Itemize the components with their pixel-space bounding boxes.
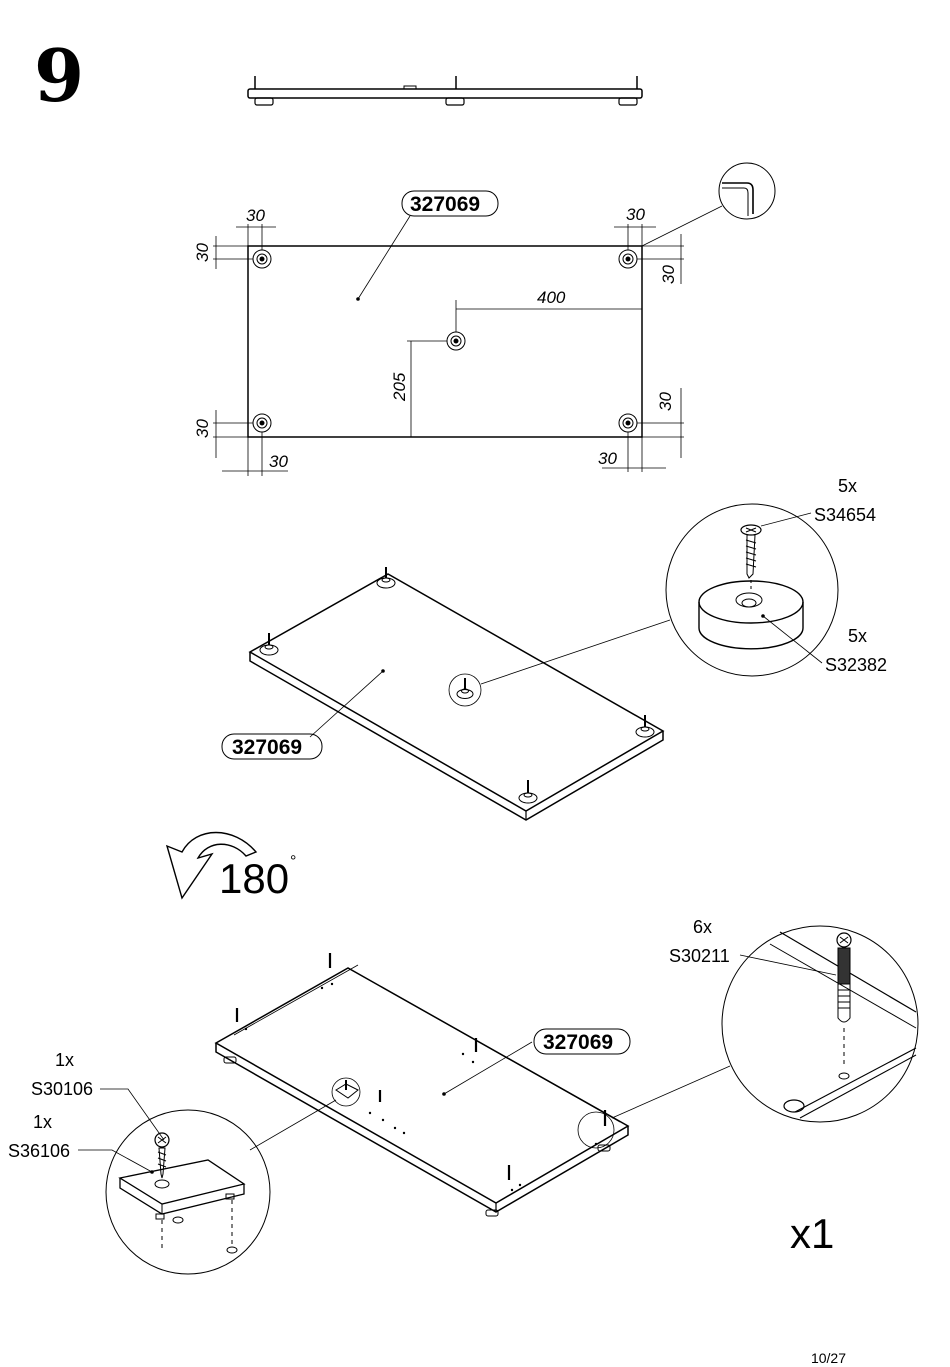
dim-center-h: 400 <box>537 288 566 307</box>
dim-left-top-v: 30 <box>193 243 212 262</box>
dim-right-top-h: 30 <box>626 205 645 224</box>
degree-symbol: ° <box>290 853 296 870</box>
top-view-part-label: 327069 <box>410 193 480 216</box>
page-number: 10/27 <box>810 1350 846 1366</box>
bracket-code: S36106 <box>8 1141 70 1161</box>
assembly-multiplier: x1 <box>790 1210 834 1257</box>
dim-right-bottom-v: 30 <box>656 392 675 411</box>
bottom-view-part-label: 327069 <box>543 1031 613 1054</box>
bracket-qty: 1x <box>33 1112 52 1132</box>
foot-screw-qty: 5x <box>838 476 857 496</box>
dowel-code: S30211 <box>669 946 730 966</box>
foot-view-part-label: 327069 <box>232 736 302 759</box>
foot-assembly-view: 327069 5x S34654 5x S32382 <box>221 476 887 821</box>
dim-left-bottom-v: 30 <box>193 419 212 438</box>
dowel-markers <box>235 953 607 1180</box>
top-view: 30 30 30 30 400 205 30 30 30 30 327069 <box>193 162 776 476</box>
foot-detail <box>698 524 804 650</box>
foot-screw-code: S34654 <box>814 505 876 525</box>
rotate-arrow-icon <box>165 831 258 900</box>
foot-qty: 5x <box>848 626 867 646</box>
side-profile <box>247 76 643 106</box>
dim-right-bottom-h: 30 <box>598 449 617 468</box>
dim-center-v: 205 <box>390 372 409 402</box>
dim-right-top-v: 30 <box>659 265 678 284</box>
screw-code: S30106 <box>31 1079 93 1099</box>
bottom-assembly-view: 327069 6x S30211 <box>8 917 919 1275</box>
rotation-angle: 180 <box>219 855 289 902</box>
dim-left-bottom-h: 30 <box>269 452 288 471</box>
dim-left-top-h: 30 <box>246 206 265 225</box>
screw-qty: 1x <box>55 1050 74 1070</box>
dowel-detail <box>769 931 917 1119</box>
foot-markers <box>259 567 655 804</box>
step-number: 9 <box>34 33 85 118</box>
bracket-detail <box>118 1132 246 1254</box>
foot-code: S32382 <box>825 655 887 675</box>
dowel-qty: 6x <box>693 917 712 937</box>
